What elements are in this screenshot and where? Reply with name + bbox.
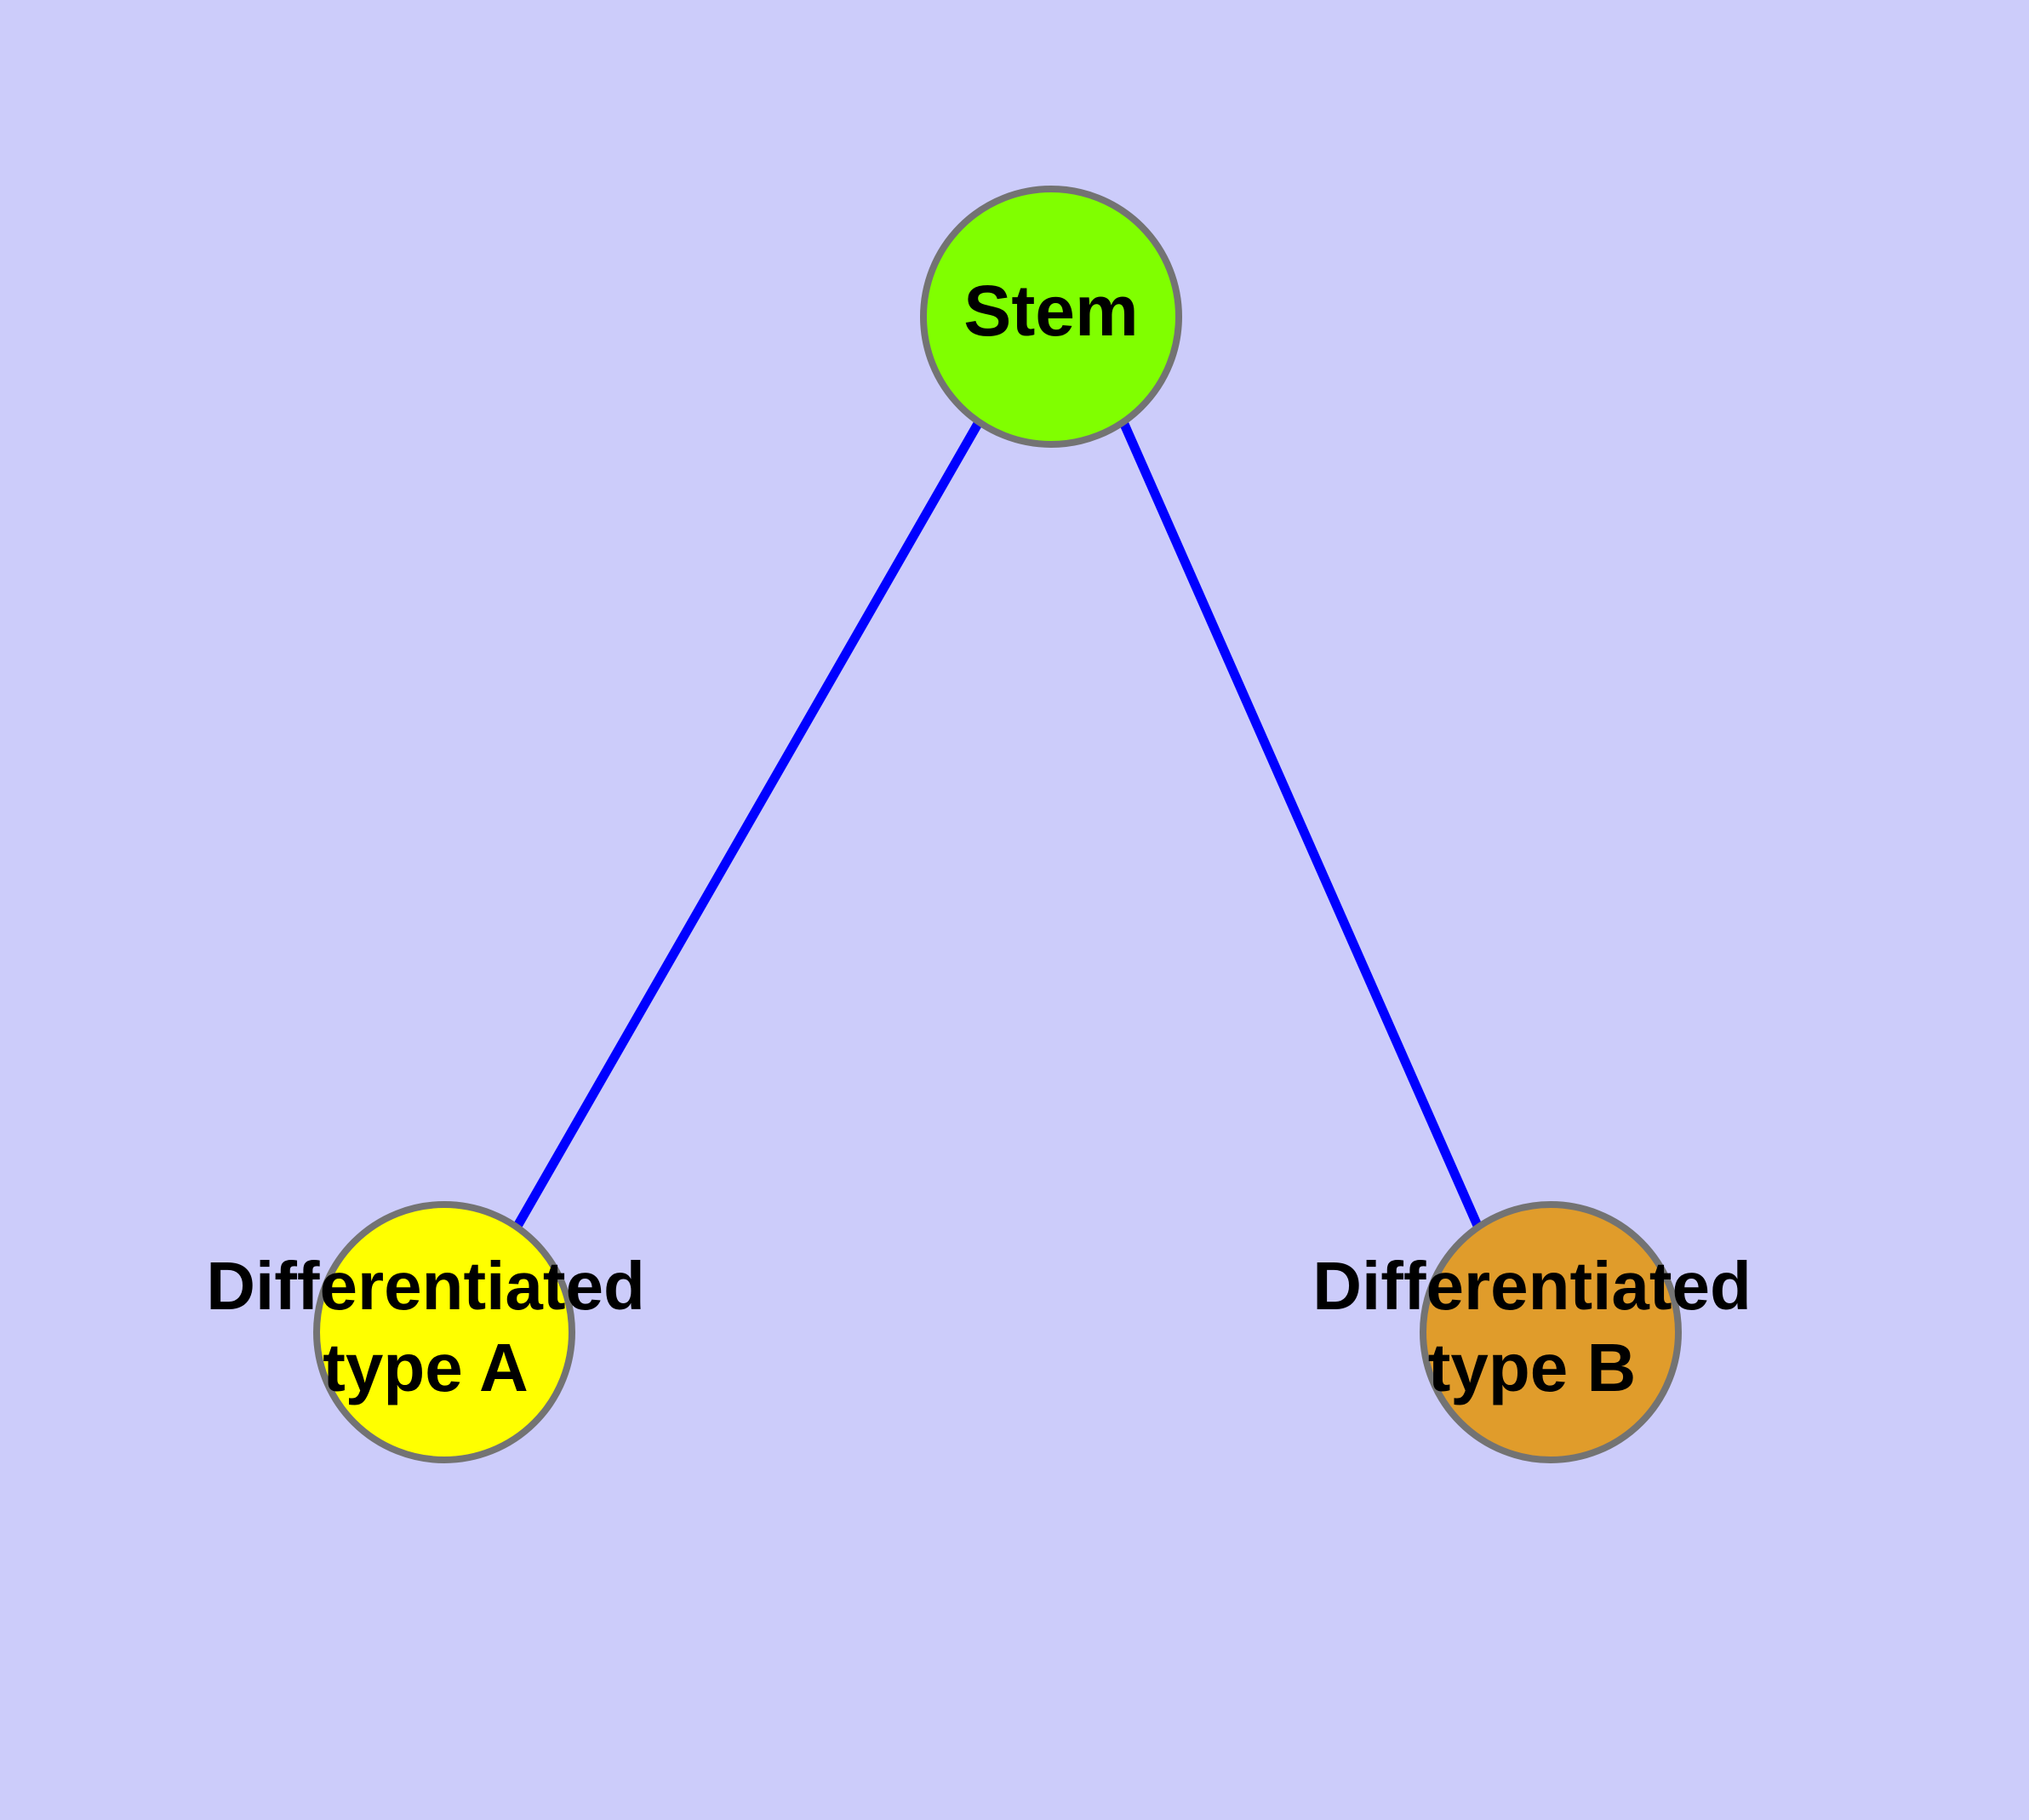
node-label-line: Differentiated: [1312, 1248, 1752, 1324]
node-differentiated-type-a[interactable]: [313, 1201, 575, 1463]
edge-stem-to-differentiated-type-a[interactable]: [512, 420, 983, 1230]
node-differentiated-type-b[interactable]: [1420, 1201, 1682, 1463]
node-label-line: Differentiated: [206, 1248, 645, 1324]
node-label-line: Stem: [963, 271, 1138, 351]
node-label-line: type A: [323, 1330, 529, 1405]
edge-stem-to-differentiated-type-b[interactable]: [1118, 420, 1483, 1230]
node-layer: [313, 186, 1682, 1463]
node-label-line: type B: [1428, 1330, 1637, 1405]
node-label-stem: Stem: [963, 271, 1138, 351]
edge-layer: [512, 420, 1483, 1230]
node-stem[interactable]: [920, 186, 1182, 448]
